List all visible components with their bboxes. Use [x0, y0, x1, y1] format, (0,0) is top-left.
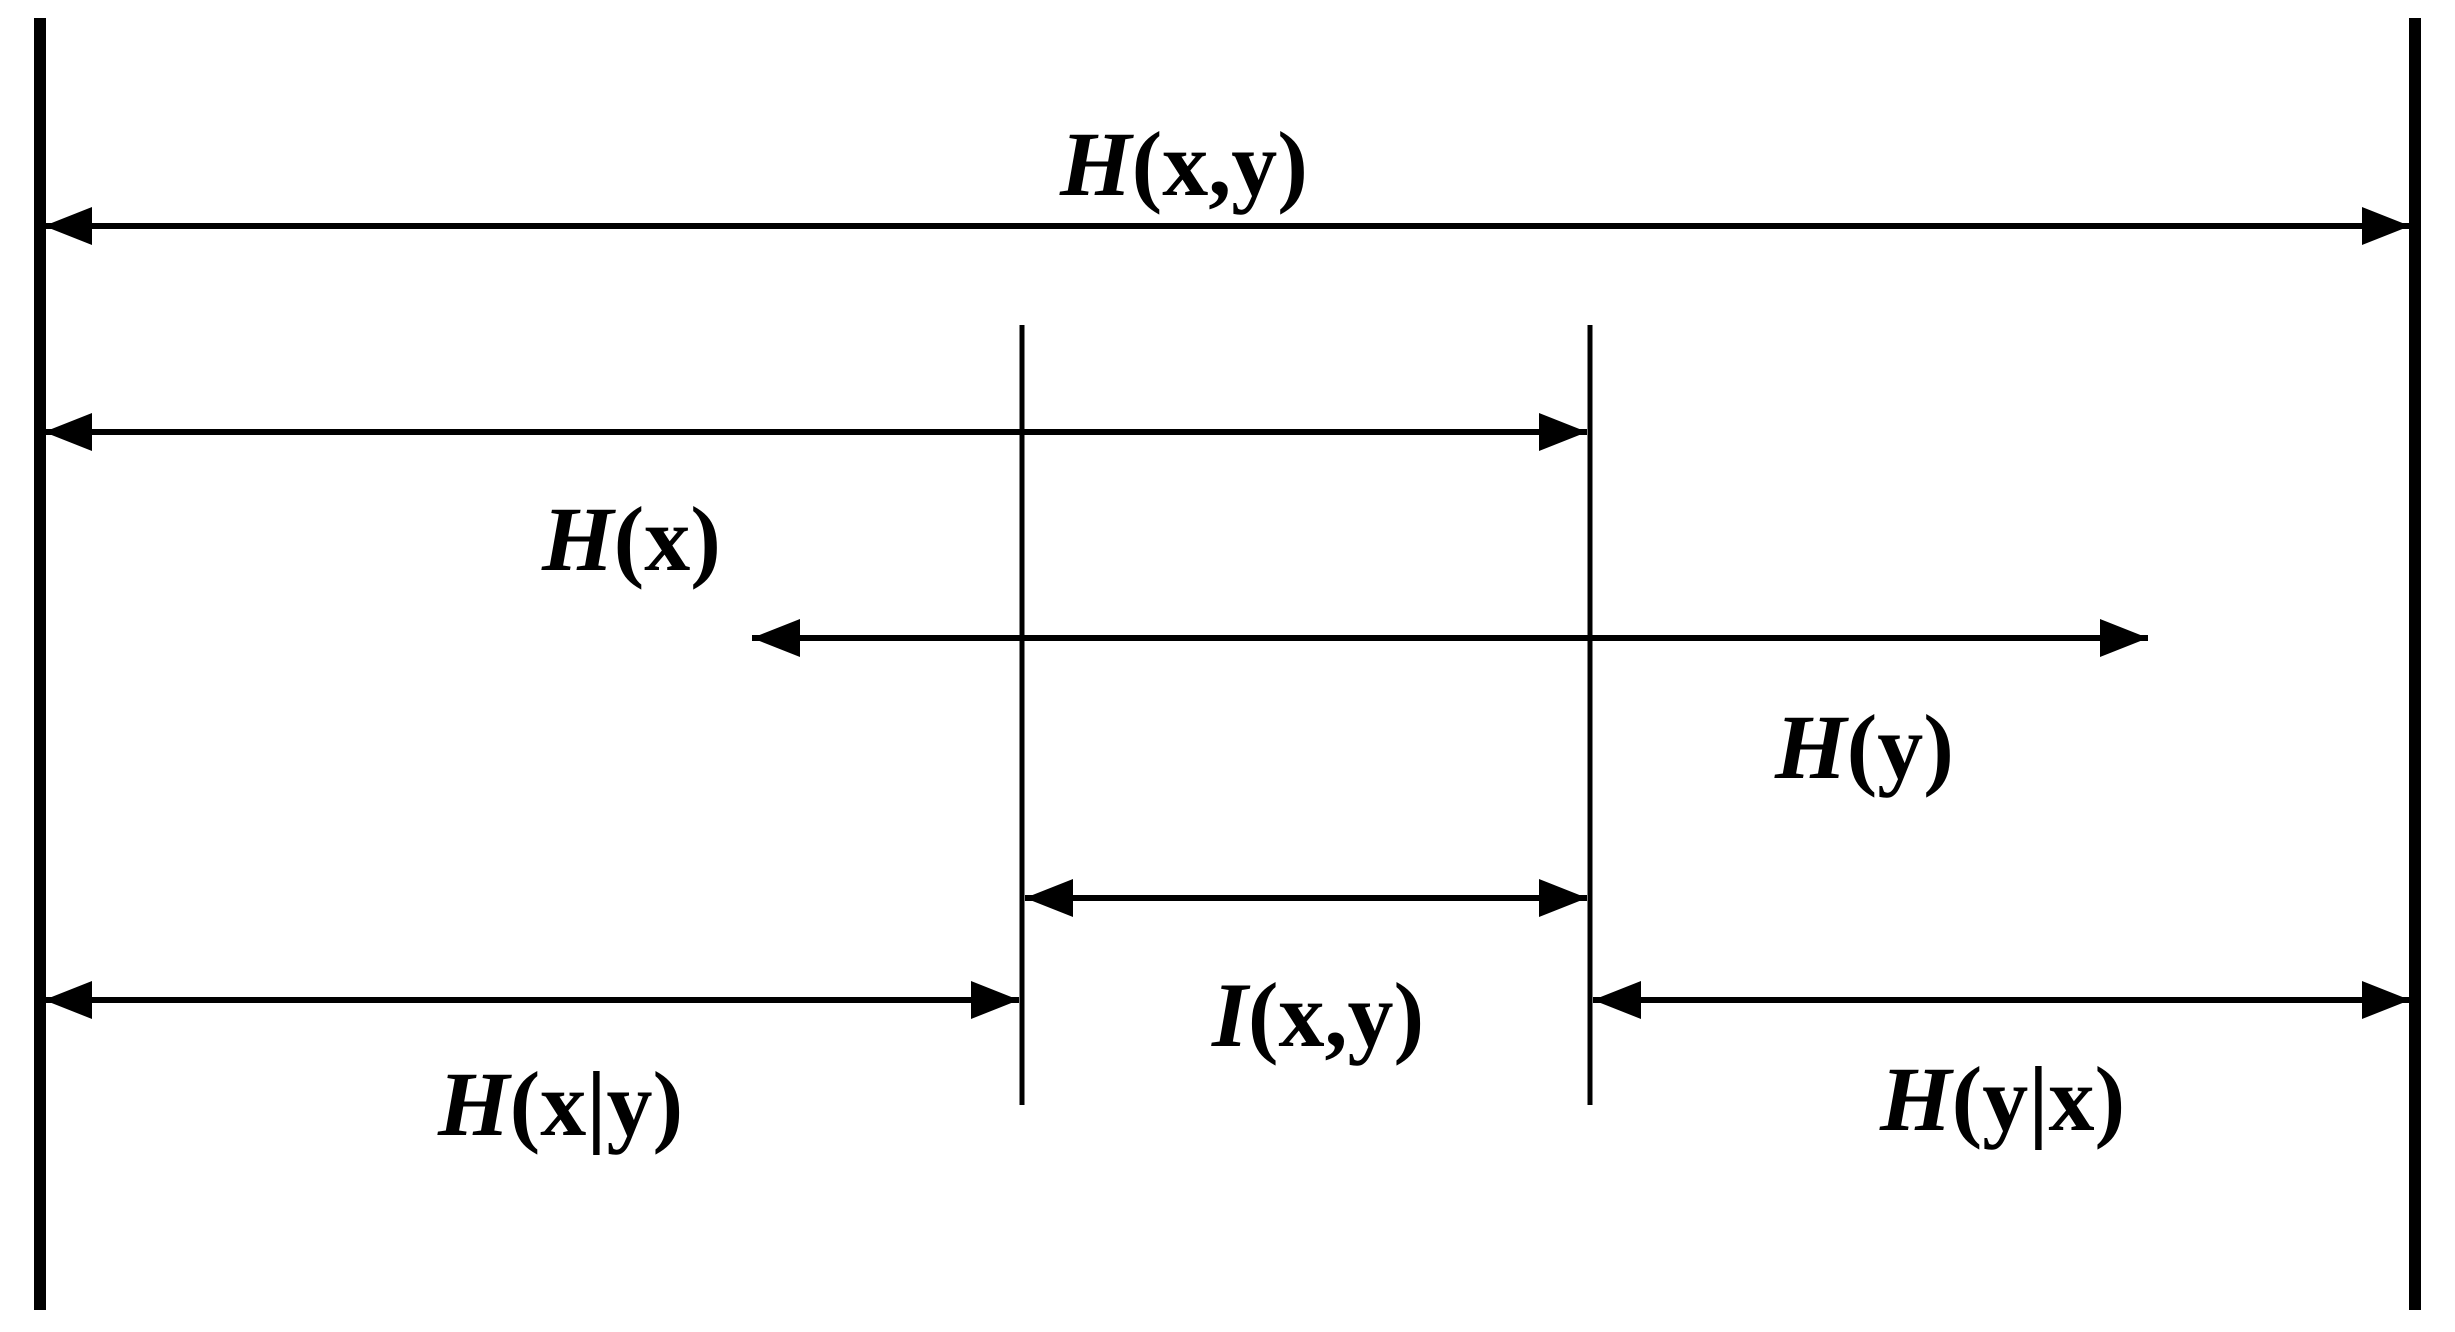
conditional-x-given-y-args: (x|y) — [510, 1053, 684, 1155]
entropy-y-symbol: H — [1774, 696, 1849, 798]
entropy-x-label: H(x) — [541, 488, 721, 590]
conditional-y-given-x-label: H(y|x) — [1879, 1048, 2125, 1150]
mutual-information-symbol: I — [1211, 964, 1251, 1066]
joint-entropy-symbol: H — [1059, 113, 1134, 215]
entropy-y-label: H(y) — [1774, 696, 1954, 798]
conditional-x-given-y-symbol: H — [437, 1053, 512, 1155]
mutual-information-args: (x,y) — [1248, 964, 1424, 1066]
conditional-y-given-x-symbol: H — [1879, 1048, 1954, 1150]
conditional-y-given-x-args: (y|x) — [1952, 1048, 2126, 1150]
joint-entropy-label: H(x,y) — [1059, 113, 1308, 215]
conditional-x-given-y-label: H(x|y) — [437, 1053, 683, 1155]
entropy-y-args: (y) — [1847, 696, 1954, 798]
entropy-x-args: (x) — [614, 488, 721, 590]
mutual-information-label: I(x,y) — [1211, 964, 1424, 1066]
entropy-x-symbol: H — [541, 488, 616, 590]
joint-entropy-args: (x,y) — [1132, 113, 1308, 215]
